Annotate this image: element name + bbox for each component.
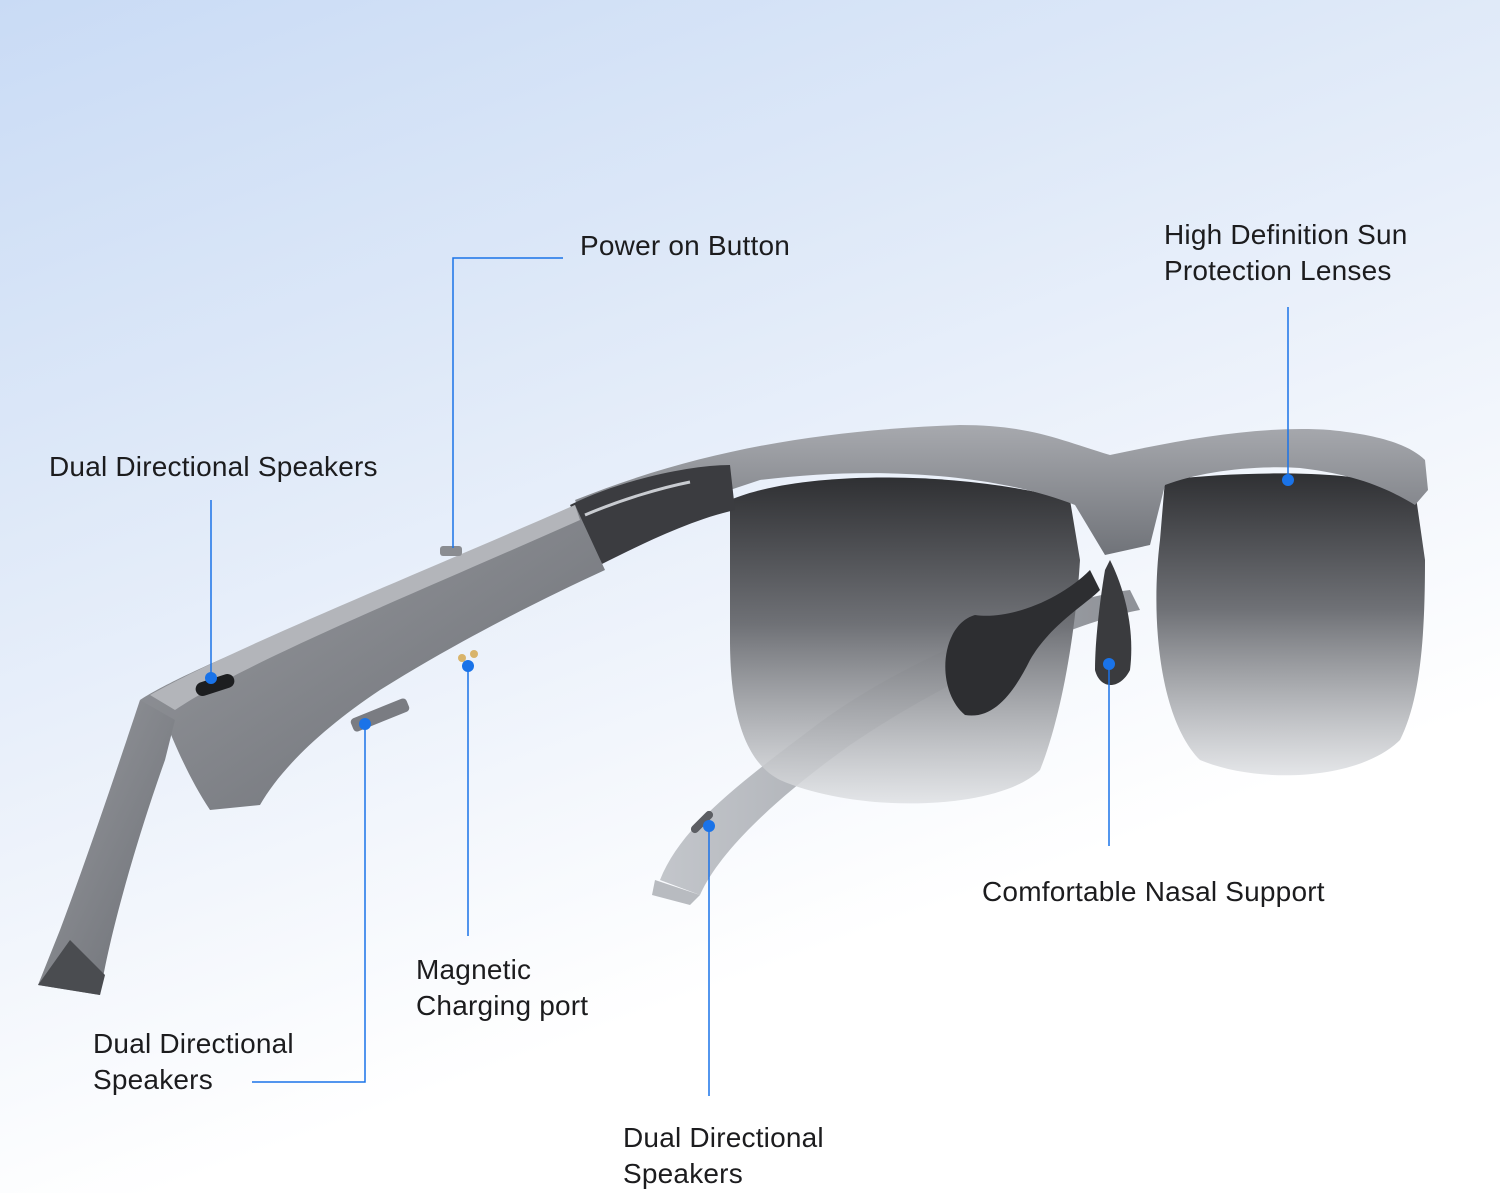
bottom-center-speakers-text-line-1: Dual Directional [623, 1122, 824, 1153]
lenses-label: High Definition Sun Protection Lenses [1164, 217, 1408, 289]
bottom-left-speakers-text-line-2: Speakers [93, 1064, 213, 1095]
lens-dot [1282, 474, 1294, 486]
nasal-support-label: Comfortable Nasal Support [982, 874, 1325, 910]
speaker-port [195, 673, 235, 697]
top-speakers-label: Dual Directional Speakers [49, 449, 378, 485]
power-button [440, 546, 462, 556]
charging-port-label: Magnetic Charging port [416, 952, 588, 1024]
bottom-left-speakers-text-line-1: Dual Directional [93, 1028, 294, 1059]
charging-port-text-line-1: Magnetic [416, 954, 532, 985]
bottom-speaker-callout-line [252, 722, 366, 1083]
nasal-support-text: Comfortable Nasal Support [982, 876, 1325, 907]
center-speaker-dot [703, 820, 715, 832]
callout-dots [205, 474, 1294, 832]
power-button-label: Power on Button [580, 228, 790, 264]
right-lens [1156, 473, 1425, 776]
bottom-left-speakers-label: Dual Directional Speakers [93, 1026, 294, 1098]
top-speakers-text: Dual Directional Speakers [49, 451, 378, 482]
power-callout-line [452, 257, 563, 548]
far-speaker-slot [690, 810, 714, 834]
left-nose-pad [945, 570, 1100, 716]
bottom-center-speakers-label: Dual Directional Speakers [623, 1120, 824, 1192]
lenses-text-line-1: High Definition Sun [1164, 219, 1408, 250]
lenses-text-line-2: Protection Lenses [1164, 255, 1392, 286]
near-temple-arm [140, 505, 605, 810]
right-nose-pad [1095, 560, 1132, 685]
ear-hook-tip [38, 940, 105, 995]
front-frame [575, 425, 1428, 560]
top-speaker-dot [205, 672, 217, 684]
far-temple-arm [660, 590, 1140, 895]
nasal-dot [1103, 658, 1115, 670]
bottom-speaker-dot [359, 718, 371, 730]
charging-port-text-line-2: Charging port [416, 990, 589, 1021]
far-temple-tip [652, 880, 700, 905]
ear-hook [38, 700, 175, 995]
bottom-center-speakers-text-line-2: Speakers [623, 1158, 743, 1189]
callout-lines [210, 257, 1289, 1096]
power-button-text: Power on Button [580, 230, 791, 261]
left-lens [730, 477, 1080, 804]
charging-pin [458, 654, 466, 662]
hinge-chrome [570, 465, 735, 565]
charging-dot [462, 660, 474, 672]
